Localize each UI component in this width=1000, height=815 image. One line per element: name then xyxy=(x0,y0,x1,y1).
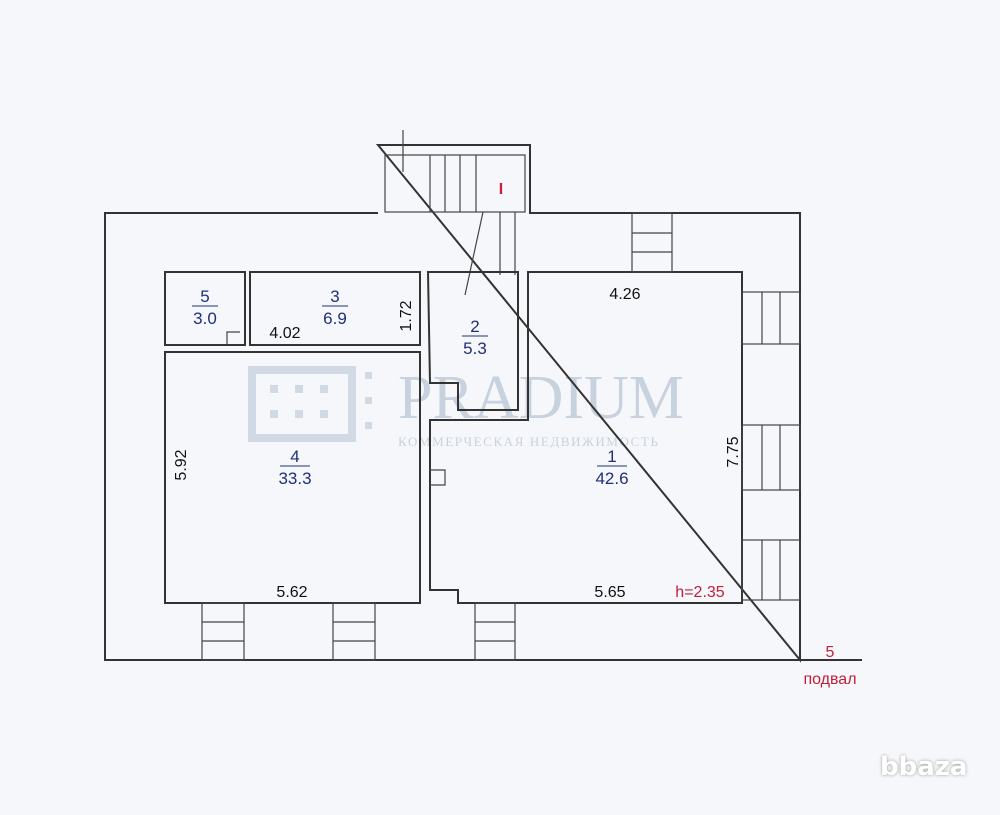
room-5 xyxy=(164,271,246,346)
right-staircases xyxy=(741,291,801,601)
room-label-2: 2 5.3 xyxy=(462,317,488,358)
room-4 xyxy=(164,351,421,604)
svg-text:6.9: 6.9 xyxy=(323,309,347,328)
watermark-tagline: КОММЕРЧЕСКАЯ НЕДВИЖИМОСТЬ xyxy=(398,434,660,449)
floor-number: 5 xyxy=(826,644,835,661)
room-2 xyxy=(426,271,519,411)
room-1 xyxy=(429,271,743,604)
dim-room1-bottom: 5.65 xyxy=(594,584,625,601)
svg-text:2: 2 xyxy=(470,317,479,336)
room-5-fixture xyxy=(226,331,240,345)
room-label-4: 4 33.3 xyxy=(278,447,311,488)
top-right-staircase xyxy=(631,212,673,273)
svg-text:4: 4 xyxy=(290,447,299,466)
ceiling-height: h=2.35 xyxy=(675,584,724,601)
top-staircase xyxy=(384,130,526,296)
svg-text:42.6: 42.6 xyxy=(595,469,628,488)
entrance-mark: I xyxy=(499,181,503,198)
dim-room4-bottom: 5.62 xyxy=(276,584,307,601)
svg-text:5: 5 xyxy=(200,287,209,306)
dim-room3-width: 4.02 xyxy=(269,325,300,342)
pradium-logo xyxy=(248,366,372,442)
dim-room4-left: 5.92 xyxy=(173,449,190,480)
niche xyxy=(430,469,446,486)
dim-room3-height: 1.72 xyxy=(398,300,415,331)
svg-text:3: 3 xyxy=(330,287,339,306)
svg-text:1: 1 xyxy=(607,447,616,466)
dim-room1-top: 4.26 xyxy=(609,286,640,303)
floor-label: подвал xyxy=(803,671,856,688)
watermark-brand: PRADIUM xyxy=(398,364,684,432)
bottom-staircases xyxy=(201,602,516,661)
site-watermark: bbaza xyxy=(880,752,968,782)
room-label-1: 1 42.6 xyxy=(595,447,628,488)
svg-text:3.0: 3.0 xyxy=(193,309,217,328)
dim-room1-right: 7.75 xyxy=(725,436,742,467)
room-label-3: 3 6.9 xyxy=(322,287,348,328)
room-3 xyxy=(249,271,421,346)
svg-text:5.3: 5.3 xyxy=(463,339,487,358)
room-label-5: 5 3.0 xyxy=(192,287,218,328)
svg-text:33.3: 33.3 xyxy=(278,469,311,488)
